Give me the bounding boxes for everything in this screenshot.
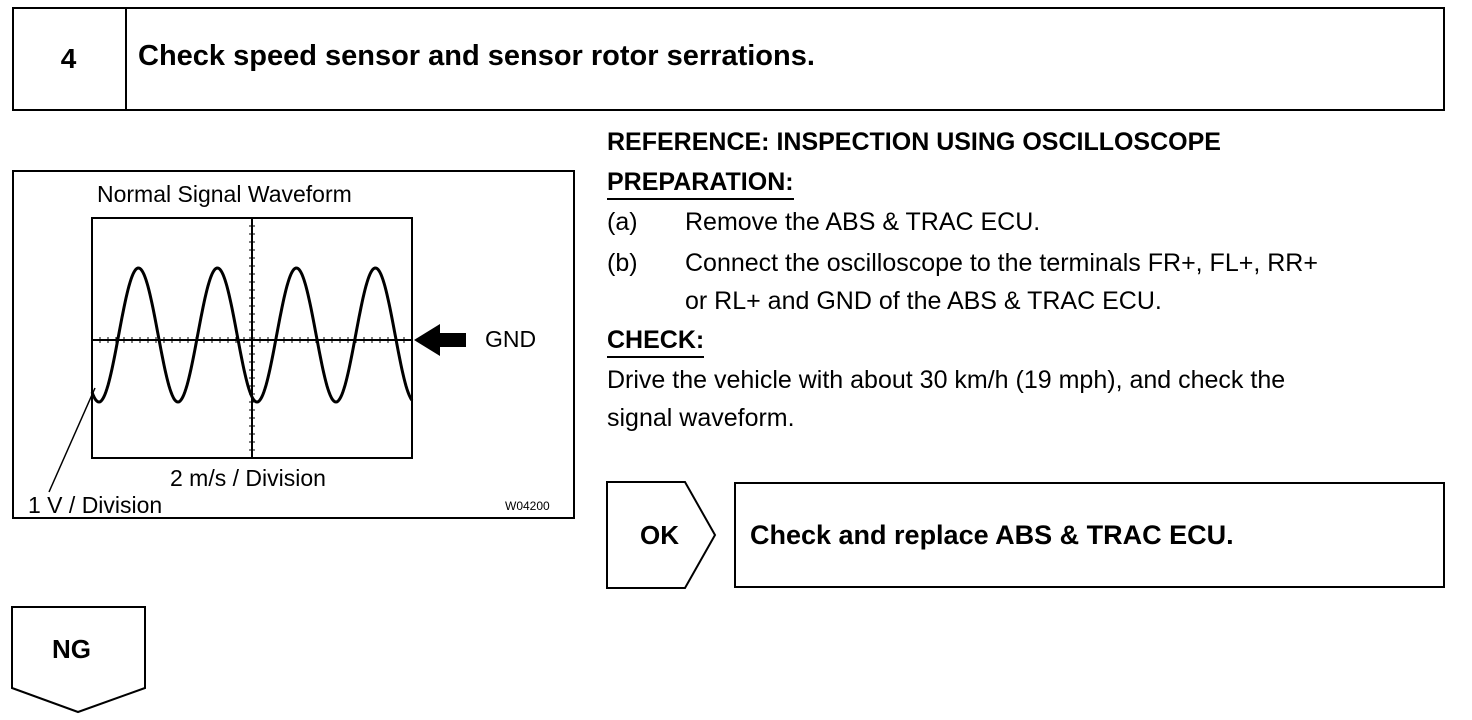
ok-action-text: Check and replace ABS & TRAC ECU. bbox=[750, 520, 1234, 550]
check-label: CHECK: bbox=[607, 326, 705, 358]
figure-code: W04200 bbox=[505, 499, 550, 513]
step-b-text-line2: or RL+ and GND of the ABS & TRAC ECU. bbox=[685, 287, 1162, 315]
check-text-line1: Drive the vehicle with about 30 km/h (19… bbox=[607, 366, 1286, 394]
step-number: 4 bbox=[12, 7, 127, 111]
step-b-marker: (b) bbox=[607, 249, 638, 277]
preparation-label: PREPARATION: bbox=[607, 168, 794, 200]
ok-label: OK bbox=[640, 520, 679, 550]
waveform-figure bbox=[12, 170, 575, 519]
gnd-label: GND bbox=[485, 326, 537, 352]
step-header-box bbox=[12, 7, 1445, 111]
signal-waveform bbox=[90, 266, 414, 404]
division-leader-line bbox=[48, 387, 96, 493]
ng-label: NG bbox=[52, 634, 91, 664]
figure-title: Normal Signal Waveform bbox=[97, 181, 352, 207]
step-title: Check speed sensor and sensor rotor serr… bbox=[138, 40, 815, 72]
gnd-arrow-icon bbox=[414, 324, 466, 356]
step-a-marker: (a) bbox=[607, 208, 638, 236]
x-division-label: 2 m/s / Division bbox=[170, 465, 326, 491]
y-division-label: 1 V / Division bbox=[28, 492, 163, 518]
ng-arrow-shape bbox=[11, 606, 146, 714]
ok-result-box bbox=[734, 482, 1445, 588]
step-a-text: Remove the ABS & TRAC ECU. bbox=[685, 208, 1041, 236]
check-text-line2: signal waveform. bbox=[607, 404, 795, 432]
reference-heading: REFERENCE: INSPECTION USING OSCILLOSCOPE bbox=[607, 128, 1221, 156]
step-b-text-line1: Connect the oscilloscope to the terminal… bbox=[685, 249, 1318, 277]
